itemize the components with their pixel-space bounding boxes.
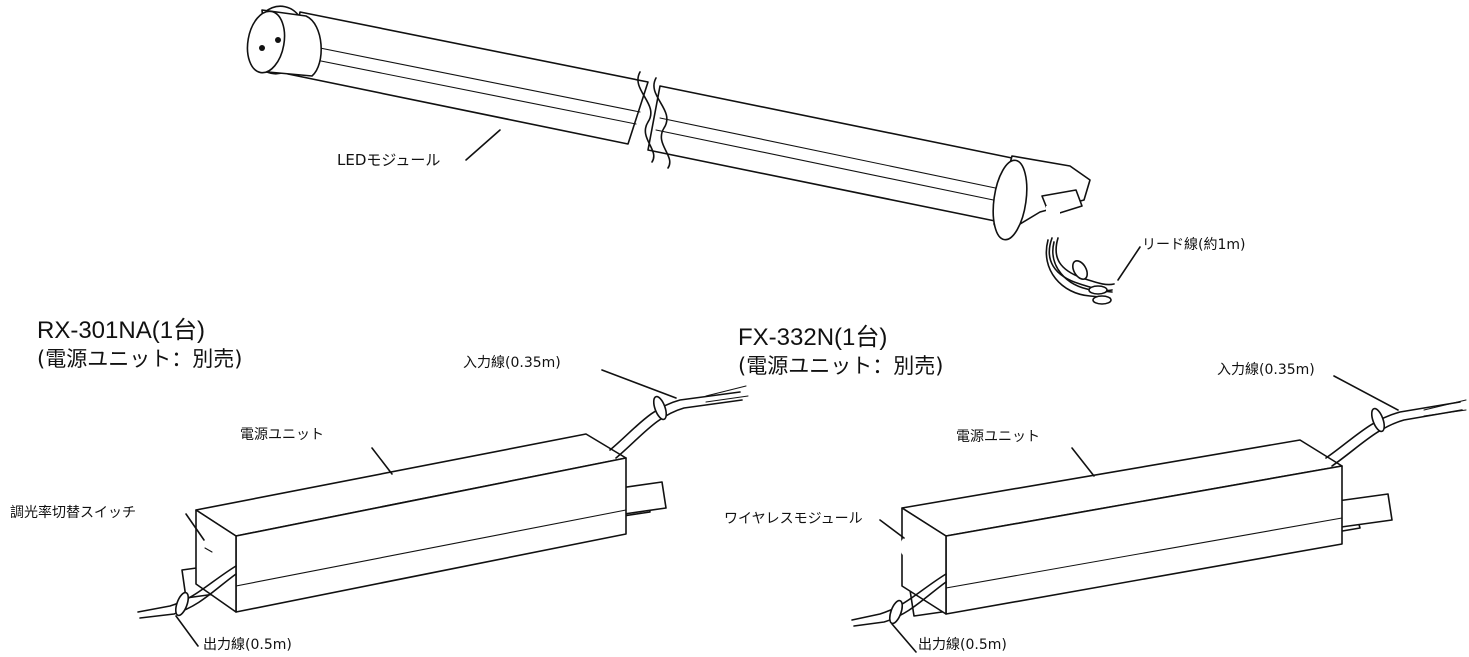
left-subtitle: (電源ユニット：別売) [37,347,243,371]
left-output-wire-label: 出力線(0.5m) [203,637,292,653]
led-module-label: LEDモジュール [337,151,441,169]
left-switch-leader [185,513,205,541]
right-model-title: FX-332N(1台) [738,324,888,351]
power-unit-right [851,399,1467,627]
lead-wire-label: リード線(約1m) [1142,237,1246,253]
left-output-wire-leader [175,615,199,647]
led-module-tube [246,5,1091,241]
led-module-leader [465,129,501,161]
lead-wire-leader [1117,246,1141,281]
left-power-unit-leader [371,447,393,475]
left-switch-label: 調光率切替スイッチ [10,505,136,521]
left-power-unit-label: 電源ユニット [240,427,324,443]
left-input-wire-label: 入力線(0.35m) [463,355,561,371]
left-input-wire-leader [601,369,677,399]
right-output-wire-leader [891,623,917,653]
right-power-unit-leader [1071,447,1095,477]
right-input-wire-leader [1333,375,1399,411]
right-subtitle: (電源ユニット：別売) [738,354,944,378]
right-wireless-label: ワイヤレスモジュール [724,511,863,527]
right-output-wire-label: 出力線(0.5m) [918,637,1007,653]
right-input-wire-label: 入力線(0.35m) [1217,362,1315,378]
power-unit-left [137,385,749,619]
right-wireless-leader [879,519,905,539]
right-power-unit-label: 電源ユニット [956,429,1040,445]
lead-wire [1045,237,1115,305]
left-model-title: RX-301NA(1台) [37,317,206,344]
